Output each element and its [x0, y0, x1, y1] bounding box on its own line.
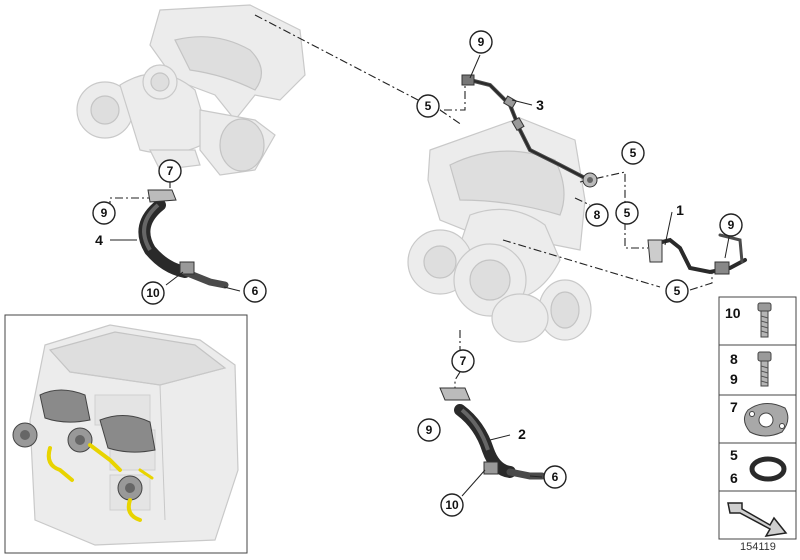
callout-5-right-a: 5: [621, 141, 645, 165]
svg-text:8: 8: [594, 208, 601, 222]
svg-text:9: 9: [478, 35, 485, 49]
svg-text:5: 5: [730, 447, 738, 463]
leader-lines: [110, 54, 731, 497]
callout-6-left: 6: [243, 279, 267, 303]
svg-text:8: 8: [730, 351, 738, 367]
svg-text:10: 10: [146, 286, 160, 300]
legend-item-arrow: [718, 490, 797, 540]
bolt-icon: [757, 302, 772, 338]
svg-text:6: 6: [730, 470, 738, 486]
svg-text:9: 9: [101, 206, 108, 220]
svg-text:6: 6: [552, 470, 559, 484]
label-part-4: 4: [95, 232, 103, 248]
svg-text:9: 9: [426, 423, 433, 437]
callout-5-right-b: 5: [615, 201, 639, 225]
callout-6-center: 6: [543, 465, 567, 489]
svg-text:5: 5: [425, 99, 432, 113]
label-part-3: 3: [536, 97, 544, 113]
connection-lines: [109, 14, 713, 390]
svg-text:6: 6: [252, 284, 259, 298]
callout-7-left: 7: [158, 159, 182, 183]
svg-text:10: 10: [725, 305, 741, 321]
callout-7-center: 7: [451, 349, 475, 373]
direction-arrow-icon: [727, 502, 788, 537]
engine-overview-inset: [4, 314, 248, 554]
turbocharger-center: [407, 117, 592, 343]
bolt-icon: [757, 351, 772, 387]
callout-9-right: 9: [719, 213, 743, 237]
legend-item-10: 10: [718, 296, 797, 346]
diagram-number: 154119: [740, 541, 776, 553]
svg-text:5: 5: [674, 284, 681, 298]
oil-return-hose-part-2: [439, 387, 546, 480]
legend-panel: 10 8 9: [718, 296, 797, 540]
callout-9-center: 9: [417, 418, 441, 442]
svg-text:7: 7: [167, 164, 174, 178]
label-part-2: 2: [518, 426, 526, 442]
callout-5-upper-chain: 5: [416, 94, 440, 118]
callout-10-center: 10: [440, 493, 464, 517]
label-part-1: 1: [676, 202, 684, 218]
legend-item-5-6: 5 6: [718, 442, 797, 492]
callout-9-top: 9: [469, 30, 493, 54]
svg-text:9: 9: [728, 218, 735, 232]
turbocharger-upper-left: [76, 4, 306, 176]
oil-return-hose-part-4: [138, 189, 229, 289]
oil-line-part-1: [647, 233, 747, 275]
callout-9-left: 9: [92, 201, 116, 225]
o-ring-icon: [749, 456, 787, 482]
callout-10-left: 10: [141, 281, 165, 305]
gasket-icon: [744, 403, 789, 437]
svg-text:10: 10: [445, 498, 459, 512]
svg-text:7: 7: [730, 399, 738, 415]
legend-item-8-9: 8 9: [718, 344, 797, 396]
callout-5-lower: 5: [665, 279, 689, 303]
svg-text:5: 5: [630, 146, 637, 160]
callout-8: 8: [585, 203, 609, 227]
oil-line-part-3: [461, 74, 598, 188]
svg-text:9: 9: [730, 371, 738, 387]
svg-text:5: 5: [624, 206, 631, 220]
svg-text:7: 7: [460, 354, 467, 368]
legend-item-7: 7: [718, 394, 797, 444]
